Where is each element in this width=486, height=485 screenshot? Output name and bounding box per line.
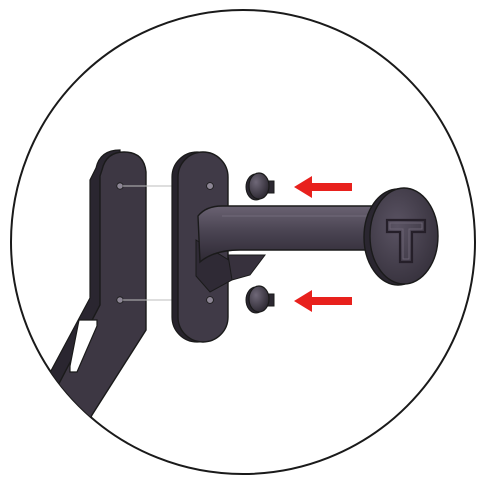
end-cap: [364, 188, 438, 285]
